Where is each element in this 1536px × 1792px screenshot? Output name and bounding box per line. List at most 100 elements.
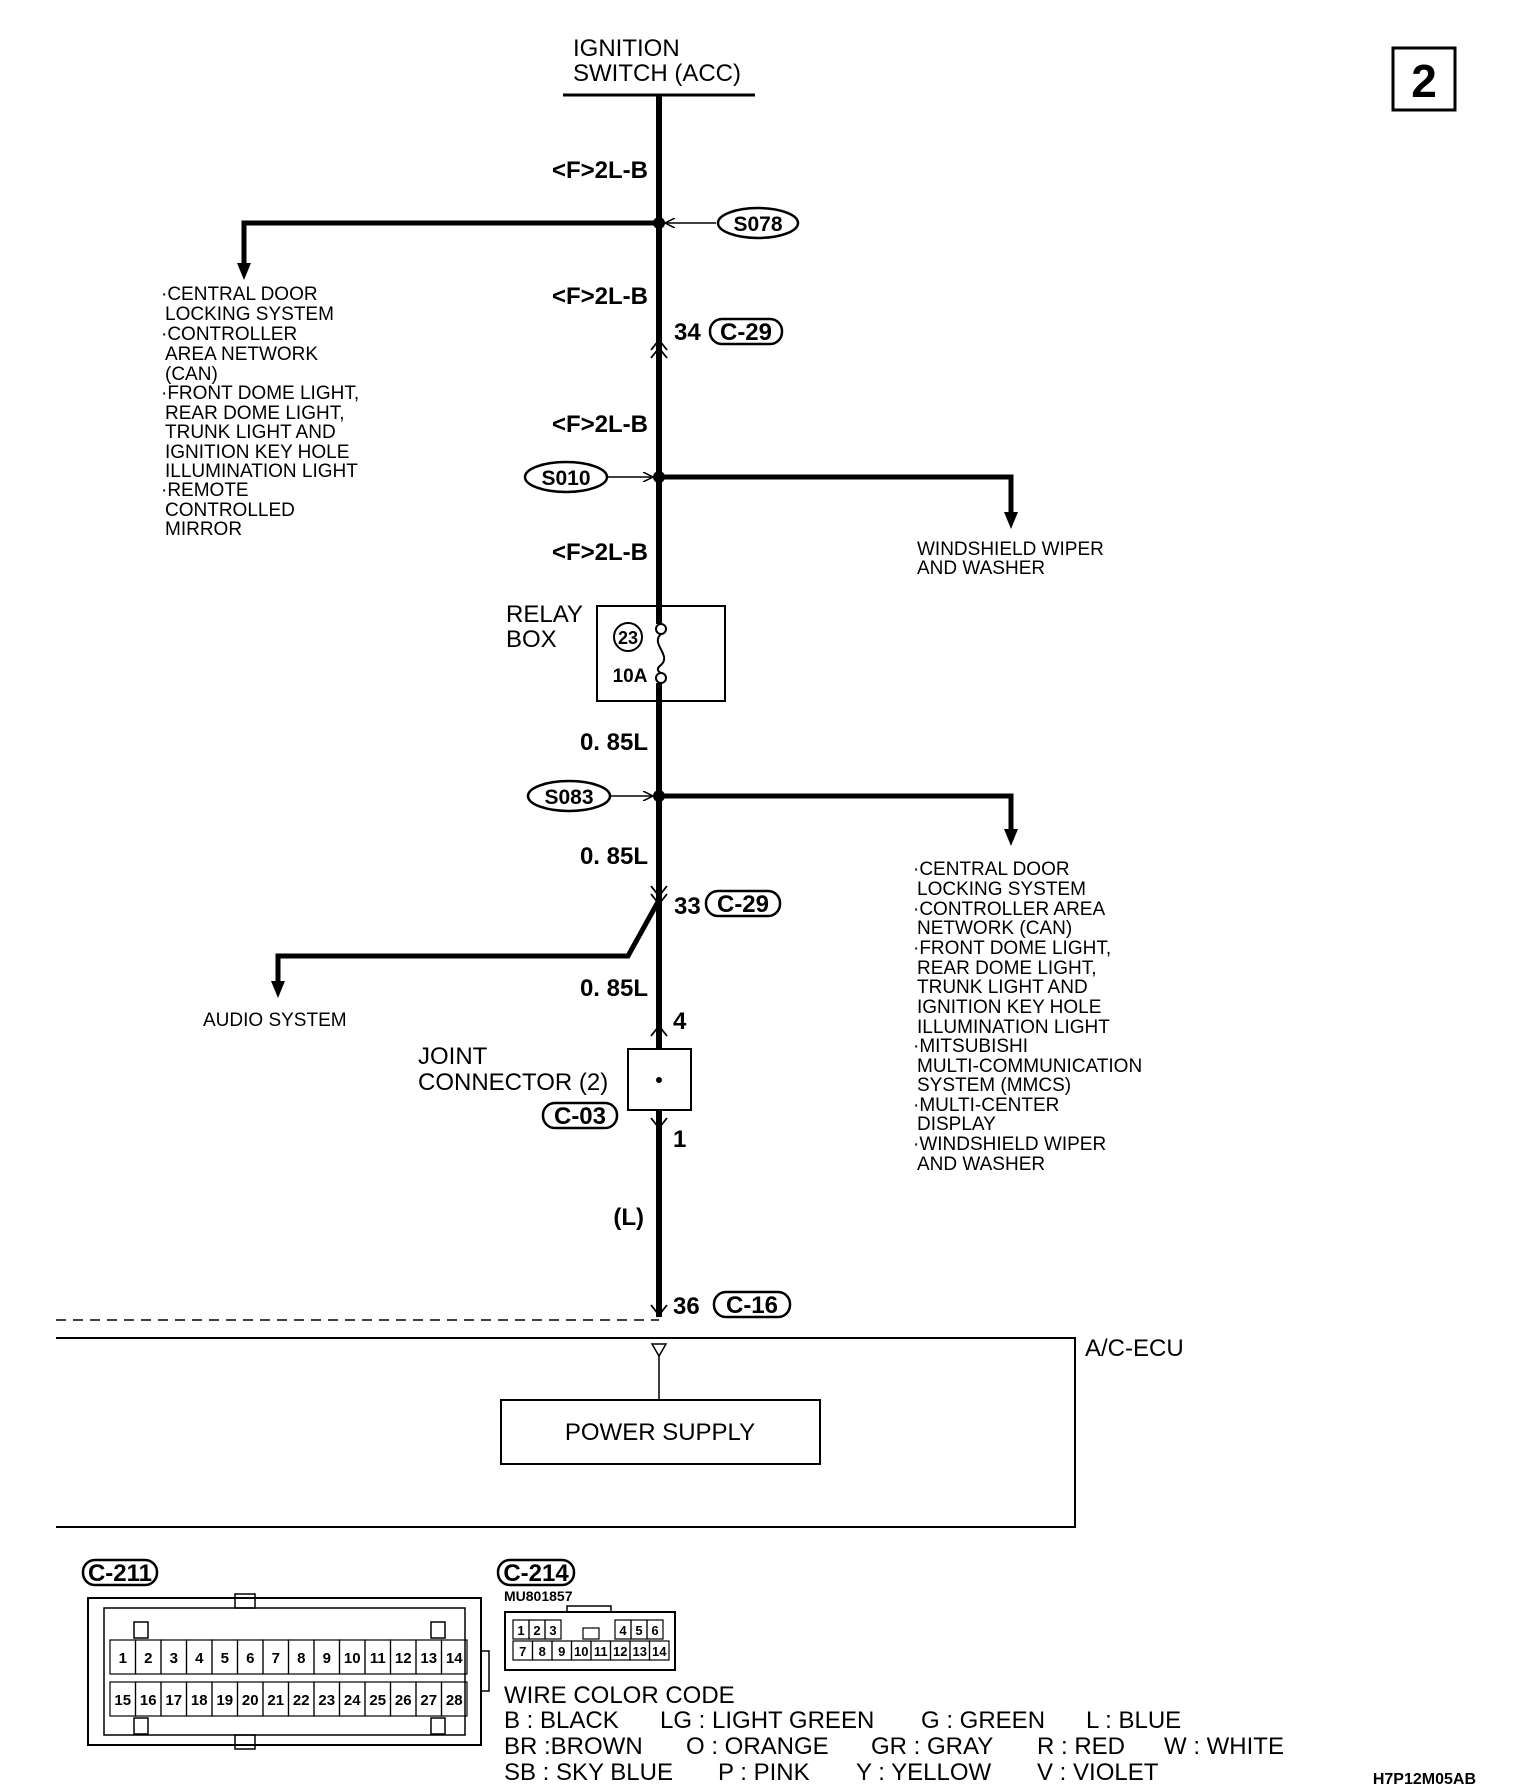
connector-pin-number: 3 (549, 1623, 556, 1638)
joint-connector-box-edge (627, 1048, 692, 1111)
branch-right-1-line: WINDSHIELD WIPER (917, 539, 1104, 560)
ecu-boundary (56, 1337, 1076, 1528)
connector-center-key (582, 1627, 600, 1640)
splice-label: S083 (544, 786, 593, 809)
color-code: R : RED (1037, 1733, 1125, 1760)
connector-pin-number: 14 (446, 1650, 463, 1667)
power-supply-block (500, 1399, 821, 1465)
connector-pin-number: 22 (293, 1692, 310, 1709)
branch-right-2-line: ILLUMINATION LIGHT (917, 1017, 1110, 1038)
wire-label: <F>2L-B (552, 411, 648, 438)
color-code: W : WHITE (1164, 1733, 1284, 1760)
branch-right-2-line: REAR DOME LIGHT, (917, 958, 1096, 979)
connector-pin-number: 7 (519, 1644, 526, 1659)
connector-mark (650, 338, 668, 359)
ecu-input-mark (650, 1343, 668, 1358)
wire-label: 0. 85L (580, 729, 648, 756)
connector-pin-number: 12 (613, 1644, 627, 1659)
branch-left-1-line: REAR DOME LIGHT, (165, 403, 344, 424)
joint-node (656, 1077, 662, 1083)
branch-left-1-line: AREA NETWORK (165, 344, 318, 365)
connector-pin-number: 2 (144, 1650, 152, 1667)
connector-lock-tab (133, 1621, 149, 1639)
connector-tag-label: C-29 (717, 891, 769, 918)
connector-pin: 36 (673, 1293, 700, 1320)
branch-left-1-line: ·CENTRAL DOOR (161, 284, 318, 305)
connector-tag (496, 1558, 576, 1587)
branch-right-2-line: TRUNK LIGHT AND (917, 977, 1088, 998)
connector-pin-number: 1 (517, 1623, 524, 1638)
ignition-switch-label-1: IGNITION (573, 35, 680, 62)
connector-pin-number: 14 (652, 1644, 667, 1659)
connector-pin-number: 23 (318, 1692, 335, 1709)
fuse-terminal (655, 623, 667, 635)
branch-arrow (1004, 512, 1018, 529)
connector-cavity (440, 1681, 468, 1717)
connector-key (234, 1734, 256, 1750)
color-code: B : BLACK (504, 1707, 619, 1734)
connector-key (234, 1593, 256, 1609)
connector-cavity (544, 1619, 562, 1640)
wire-label: <F>2L-B (552, 157, 648, 184)
power-supply-label: POWER SUPPLY (565, 1419, 755, 1446)
connector-pin: 4 (673, 1008, 687, 1035)
connector-tag-label: C-214 (503, 1560, 569, 1587)
connector-pin-number: 6 (651, 1623, 658, 1638)
branch-left-1-line: CONTROLLED (165, 500, 295, 521)
connector-mark (650, 1304, 668, 1317)
branch-wire-audio (275, 898, 662, 985)
branch-right-2-line: ·CONTROLLER AREA (913, 899, 1105, 920)
connector-tag-label: C-29 (720, 319, 772, 346)
connector-pin-number: 27 (420, 1692, 437, 1709)
wire-label: <F>2L-B (552, 539, 648, 566)
relay-box-label-2: BOX (506, 626, 557, 653)
connector-pin-number: 11 (594, 1644, 608, 1659)
connector-pin-number: 6 (246, 1650, 254, 1667)
splice-tag (523, 460, 609, 494)
connector-pin-number: 18 (191, 1692, 208, 1709)
connector-pin-number: 12 (395, 1650, 412, 1667)
branch-right-1-line: AND WASHER (917, 558, 1045, 579)
connector-tag-label: C-16 (726, 1292, 778, 1319)
branch-right-2-line: ·MULTI-CENTER (913, 1095, 1059, 1116)
color-code: V : VIOLET (1037, 1759, 1159, 1786)
connector-pin-number: 11 (370, 1650, 386, 1667)
connector-key (566, 1605, 612, 1613)
ecu-label: A/C-ECU (1085, 1335, 1184, 1362)
color-code: GR : GRAY (871, 1733, 993, 1760)
splice-tag (526, 779, 612, 813)
connector-outline (87, 1597, 482, 1746)
connector-latch (480, 1650, 490, 1692)
branch-left-1-line: MIRROR (165, 519, 242, 540)
branch-left-1-line: ·FRONT DOME LIGHT, (161, 383, 359, 404)
connector-tag-label: C-211 (88, 1560, 152, 1587)
connector-pin-number: 1 (119, 1650, 127, 1667)
connector-cavity (440, 1639, 468, 1675)
connector-pin-number: 16 (140, 1692, 157, 1709)
connector-pin-number: 2 (533, 1623, 540, 1638)
connector-pin-number: 13 (420, 1650, 437, 1667)
wire-color-code-table: B : BLACK LG : LIGHT GREEN G : GREEN L :… (504, 1707, 1284, 1786)
connector-pin: 33 (674, 893, 701, 920)
branch-left-1-line: (CAN) (165, 364, 218, 385)
splice-tag (716, 206, 800, 240)
wire-label: 0. 85L (580, 975, 648, 1002)
relay-box-label-1: RELAY (506, 601, 583, 628)
branch-right-2-line: MULTI-COMMUNICATION (917, 1056, 1142, 1077)
color-code: P : PINK (718, 1759, 810, 1786)
color-code: SB : SKY BLUE (504, 1759, 673, 1786)
branch-left-1-line: ILLUMINATION LIGHT (165, 461, 358, 482)
connector-pin-number: 17 (165, 1692, 182, 1709)
connector-tag (708, 317, 784, 346)
fuse-terminal (655, 672, 667, 684)
connector-pin-number: 19 (216, 1692, 233, 1709)
splice-label: S010 (541, 467, 590, 490)
branch-left-1-list: ·CENTRAL DOOR LOCKING SYSTEM ·CONTROLLER… (161, 284, 359, 540)
branch-right-2-line: IGNITION KEY HOLE (917, 997, 1101, 1018)
connector-pin-number: 7 (272, 1650, 280, 1667)
connector-pin-number: 5 (221, 1650, 229, 1667)
ignition-switch-label-2: SWITCH (ACC) (573, 60, 741, 87)
connector-tag-label: C-03 (554, 1103, 606, 1130)
